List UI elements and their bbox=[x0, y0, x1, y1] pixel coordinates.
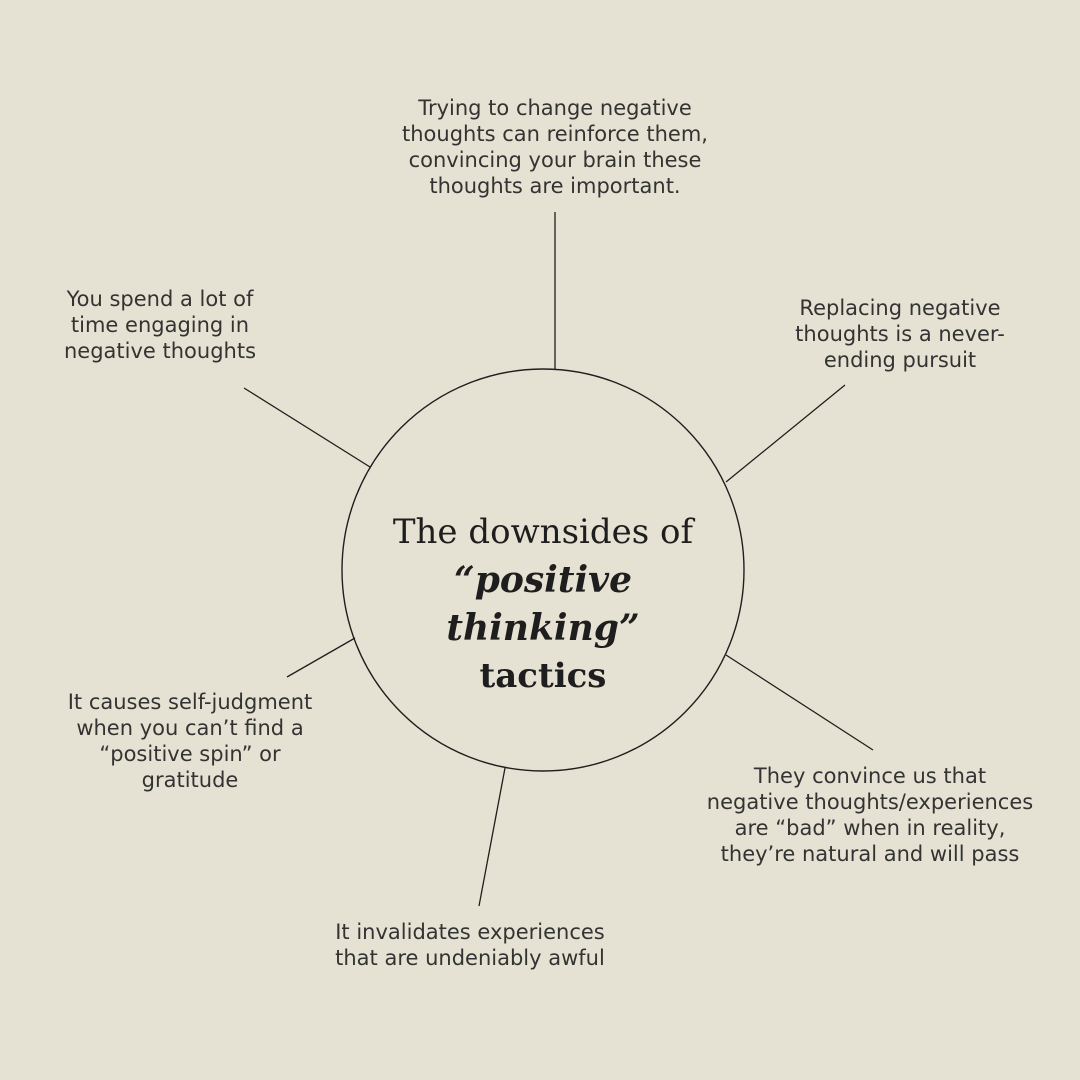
hub-title: The downsides of “positive thinking” tac… bbox=[363, 508, 723, 700]
connector-left-lower bbox=[286, 637, 356, 678]
node-right-upper: Replacing negative thoughts is a never- … bbox=[795, 296, 1005, 372]
hub-title-line-2: “positive thinking” bbox=[446, 559, 640, 649]
connector-bottom bbox=[478, 767, 506, 907]
hub-title-line-1: The downsides of bbox=[392, 512, 694, 552]
connector-right-lower bbox=[725, 654, 874, 751]
node-left-lower: It causes self-judgment when you can’t f… bbox=[67, 690, 313, 792]
connector-right-upper bbox=[725, 384, 846, 483]
hub-title-line-3: tactics bbox=[479, 656, 607, 696]
node-right-lower: They convince us that negative thoughts/… bbox=[706, 764, 1034, 866]
connector-left-upper bbox=[243, 387, 371, 468]
node-top: Trying to change negative thoughts can r… bbox=[402, 96, 708, 198]
hub-circle bbox=[341, 368, 745, 772]
node-left-upper: You spend a lot of time engaging in nega… bbox=[63, 287, 257, 363]
node-bottom: It invalidates experiences that are unde… bbox=[335, 920, 605, 970]
